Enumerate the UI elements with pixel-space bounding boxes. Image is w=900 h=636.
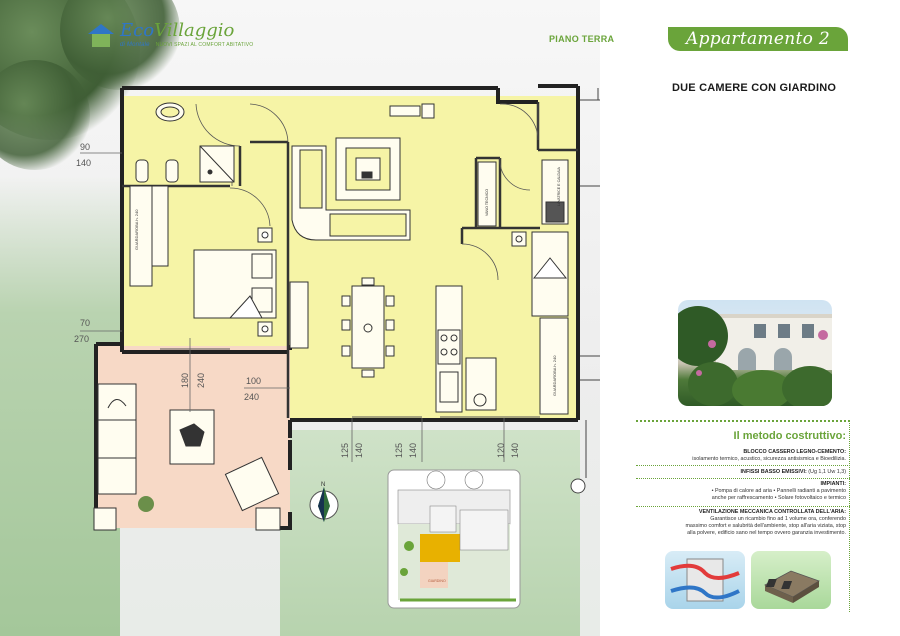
dim-label: 140 <box>510 443 520 458</box>
dim-label: 140 <box>76 158 91 168</box>
compass-letter: N <box>321 482 325 488</box>
kitchen <box>389 103 569 415</box>
dim-label: 240 <box>196 373 206 388</box>
living-sofa <box>291 145 411 241</box>
apartment-title: Appartamento 2 <box>686 29 830 49</box>
key-plan-label: GIARDINO <box>428 579 446 583</box>
item-divider <box>636 465 850 466</box>
patio-furniture <box>93 383 281 531</box>
item-divider <box>636 506 850 507</box>
interior-walls <box>122 102 578 418</box>
brand-name: EcoVillaggio <box>120 20 235 41</box>
kitchen-unit-label: LAVATRICE E CALDAIA <box>557 166 561 206</box>
method-item: VENTILAZIONE MECCANICA CONTROLLATA DELL'… <box>685 509 846 536</box>
item-divider <box>636 478 850 479</box>
section-divider <box>636 420 850 422</box>
fireplace <box>335 137 401 201</box>
dim-label: 125 <box>394 443 404 458</box>
building-photo <box>678 300 832 406</box>
kitchen-unit-label: VANO TECNICO <box>485 189 489 216</box>
dimension-lines <box>80 152 505 462</box>
compass-icon: N <box>309 482 339 522</box>
key-plan: GIARDINO <box>387 469 521 609</box>
dining-table <box>341 277 395 378</box>
bathroom <box>129 102 235 287</box>
dim-label: 90 <box>80 142 90 152</box>
bottom-windows <box>160 348 540 418</box>
dim-label: 270 <box>74 334 89 344</box>
section-divider-vertical <box>849 420 850 612</box>
floor-label: PIANO TERRA <box>549 34 615 44</box>
dim-label: 100 <box>246 376 261 386</box>
dim-label: 70 <box>80 318 90 328</box>
door-arcs <box>195 103 539 281</box>
wardrobe-label-living: GUARDAROBA h. 240 <box>552 355 557 396</box>
construction-block-diagram <box>751 551 831 609</box>
dim-label: 120 <box>496 443 506 458</box>
dim-label: 125 <box>340 443 350 458</box>
bedroom-furniture <box>193 227 309 349</box>
tree-canopy <box>0 60 90 170</box>
method-item: IMPIANTI: • Pompa di calore ad aria • Pa… <box>711 481 846 501</box>
dim-label: 140 <box>354 443 364 458</box>
right-windows <box>570 88 600 494</box>
method-title: Il metodo costruttivo: <box>733 430 846 442</box>
wardrobe-label-bedroom: GUARDAROBA h. 240 <box>134 209 139 250</box>
dim-label: 180 <box>180 373 190 388</box>
method-item: INFISSI BASSO EMISSIVI: (Ug 1,1 Uw 1,3) <box>740 469 846 475</box>
apartment-banner: Appartamento 2 <box>668 27 848 51</box>
method-item: BLOCCO CASSERO LEGNO-CEMENTO: isolamento… <box>692 449 846 462</box>
apartment-subtitle: DUE CAMERE CON GIARDINO <box>672 82 837 94</box>
house-icon <box>86 24 116 48</box>
dim-label: 240 <box>244 392 259 402</box>
dim-label: 140 <box>408 443 418 458</box>
ventilation-diagram <box>665 551 745 609</box>
